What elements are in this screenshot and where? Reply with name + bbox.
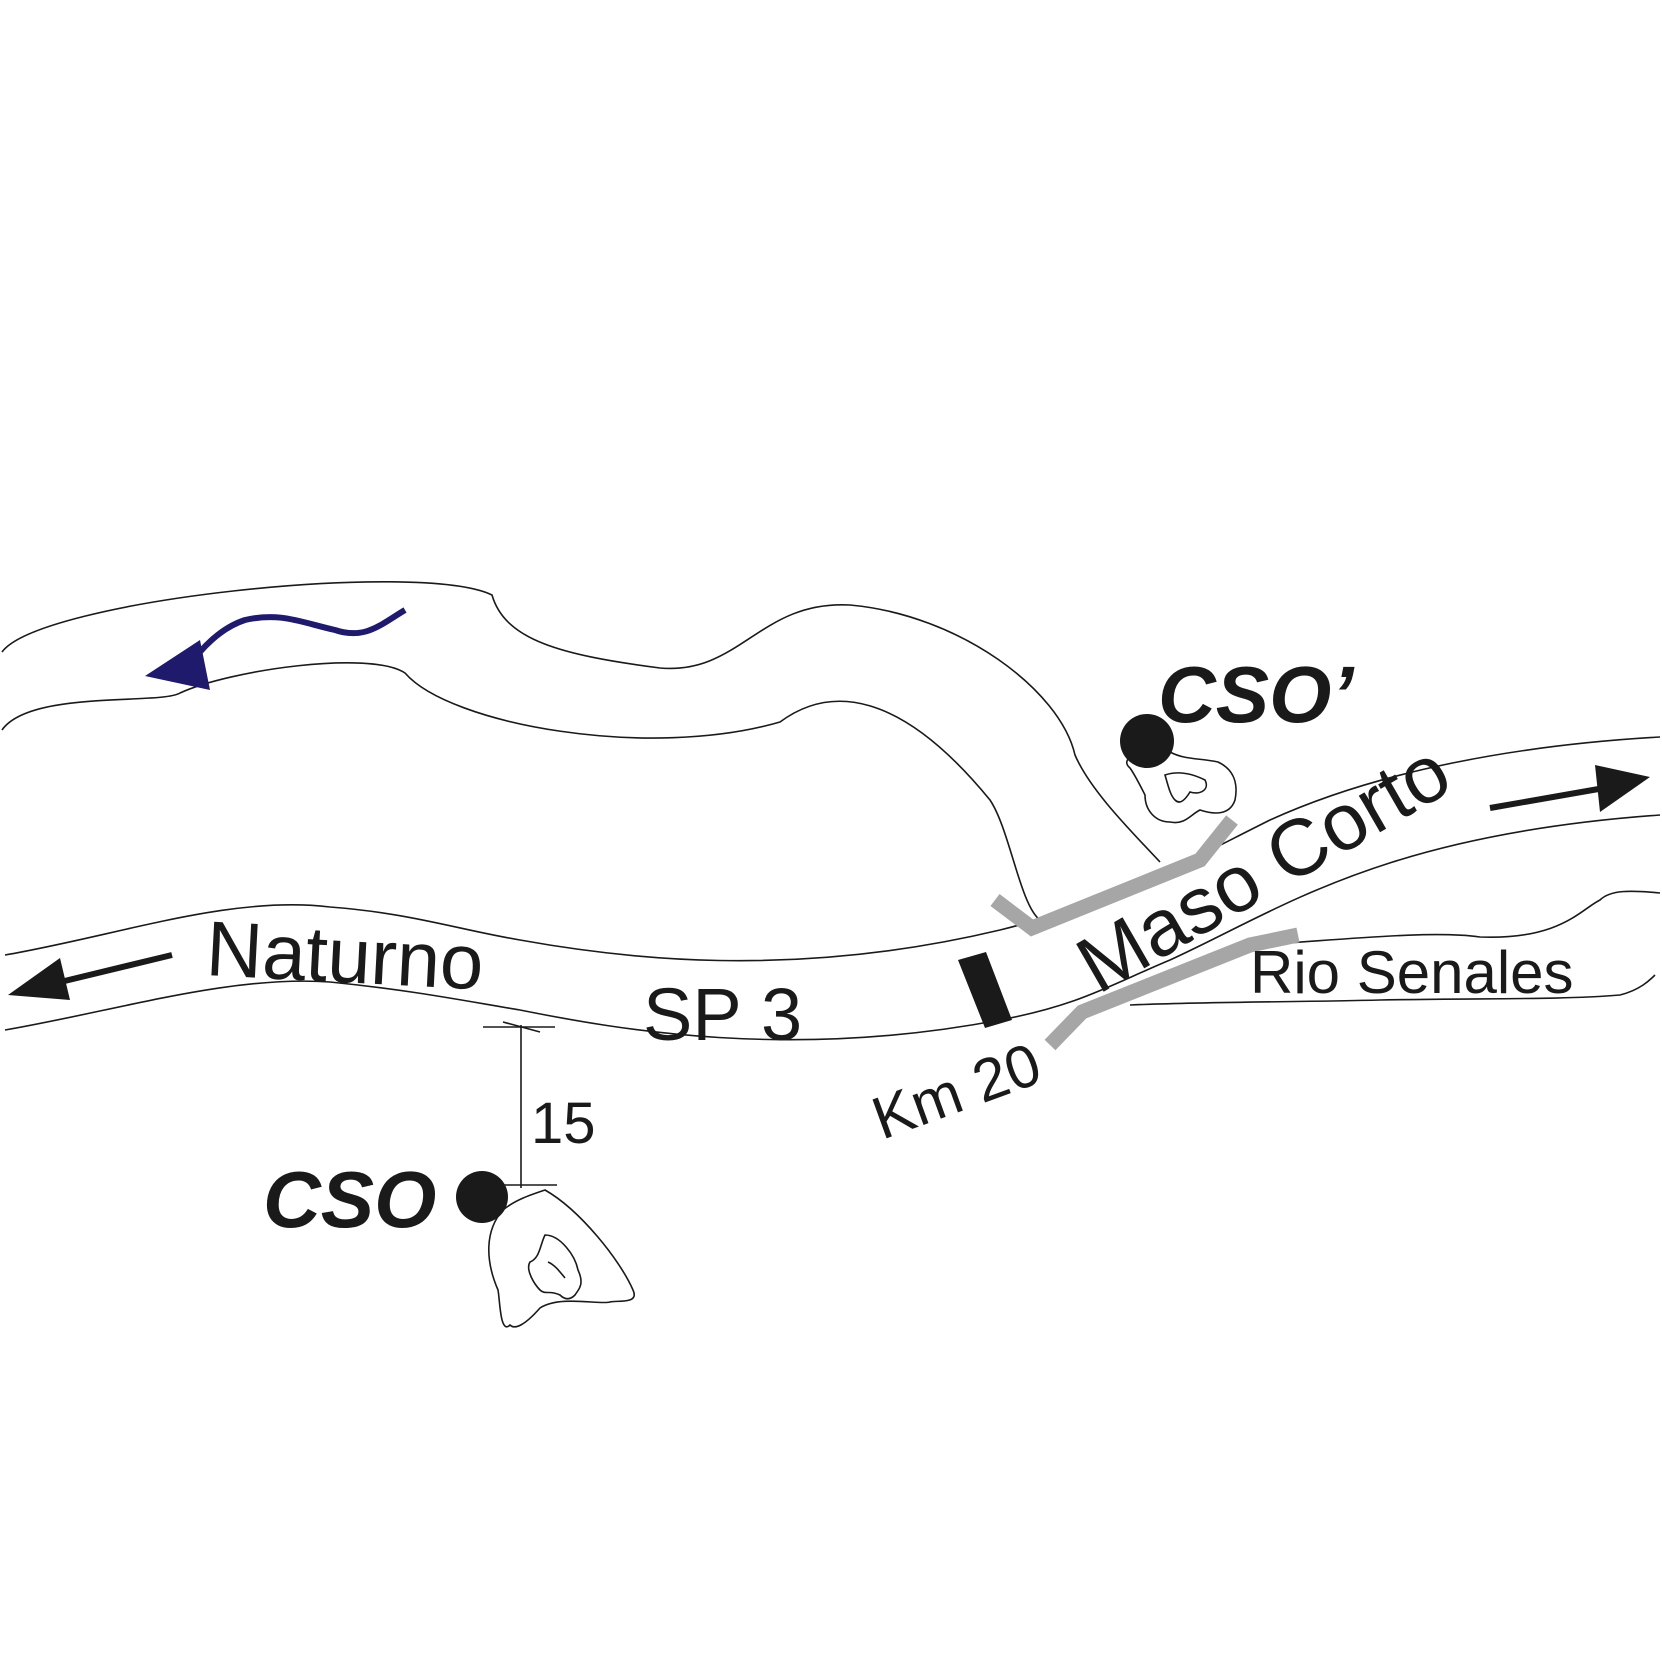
- flow-direction-arrow-icon: [187, 607, 407, 667]
- distance-measure: [483, 1021, 557, 1188]
- label-km: Km 20: [864, 1030, 1050, 1152]
- cso-cave-entrance: [456, 1171, 636, 1328]
- label-naturno: Naturno: [204, 904, 486, 1006]
- bridge-icon: [990, 815, 1300, 1051]
- label-rio-senales: Rio Senales: [1250, 939, 1574, 1006]
- road-north-edge: [4, 736, 1661, 962]
- valley-slope-upper-line: [1, 581, 1161, 863]
- cave-entrance-marker-icon: [456, 1171, 508, 1223]
- label-distance: 15: [531, 1091, 596, 1156]
- label-cso-prime: CSO’: [1158, 650, 1355, 739]
- label-sp3: SP 3: [643, 973, 802, 1056]
- valley-slope-lower-line: [1, 662, 1041, 921]
- cave-plan-inner: [1164, 772, 1208, 803]
- cave-plan-passage: [547, 1261, 566, 1279]
- arrow-right-icon: [1489, 765, 1650, 812]
- flow-direction-arrowhead: [145, 640, 210, 690]
- cso-prime-cave-entrance: [1120, 714, 1237, 824]
- road-south-edge: [4, 814, 1661, 1041]
- arrow-left-icon: [8, 952, 173, 1000]
- river-north-bank: [1257, 890, 1661, 946]
- cave-plan-outline: [1126, 751, 1237, 824]
- river-south-bank: [1129, 974, 1656, 1006]
- cave-plan-outline: [488, 1189, 636, 1328]
- cave-plan-inner: [527, 1234, 582, 1300]
- kilometer-post-icon: [958, 952, 1012, 1028]
- label-cso: CSO: [263, 1155, 436, 1244]
